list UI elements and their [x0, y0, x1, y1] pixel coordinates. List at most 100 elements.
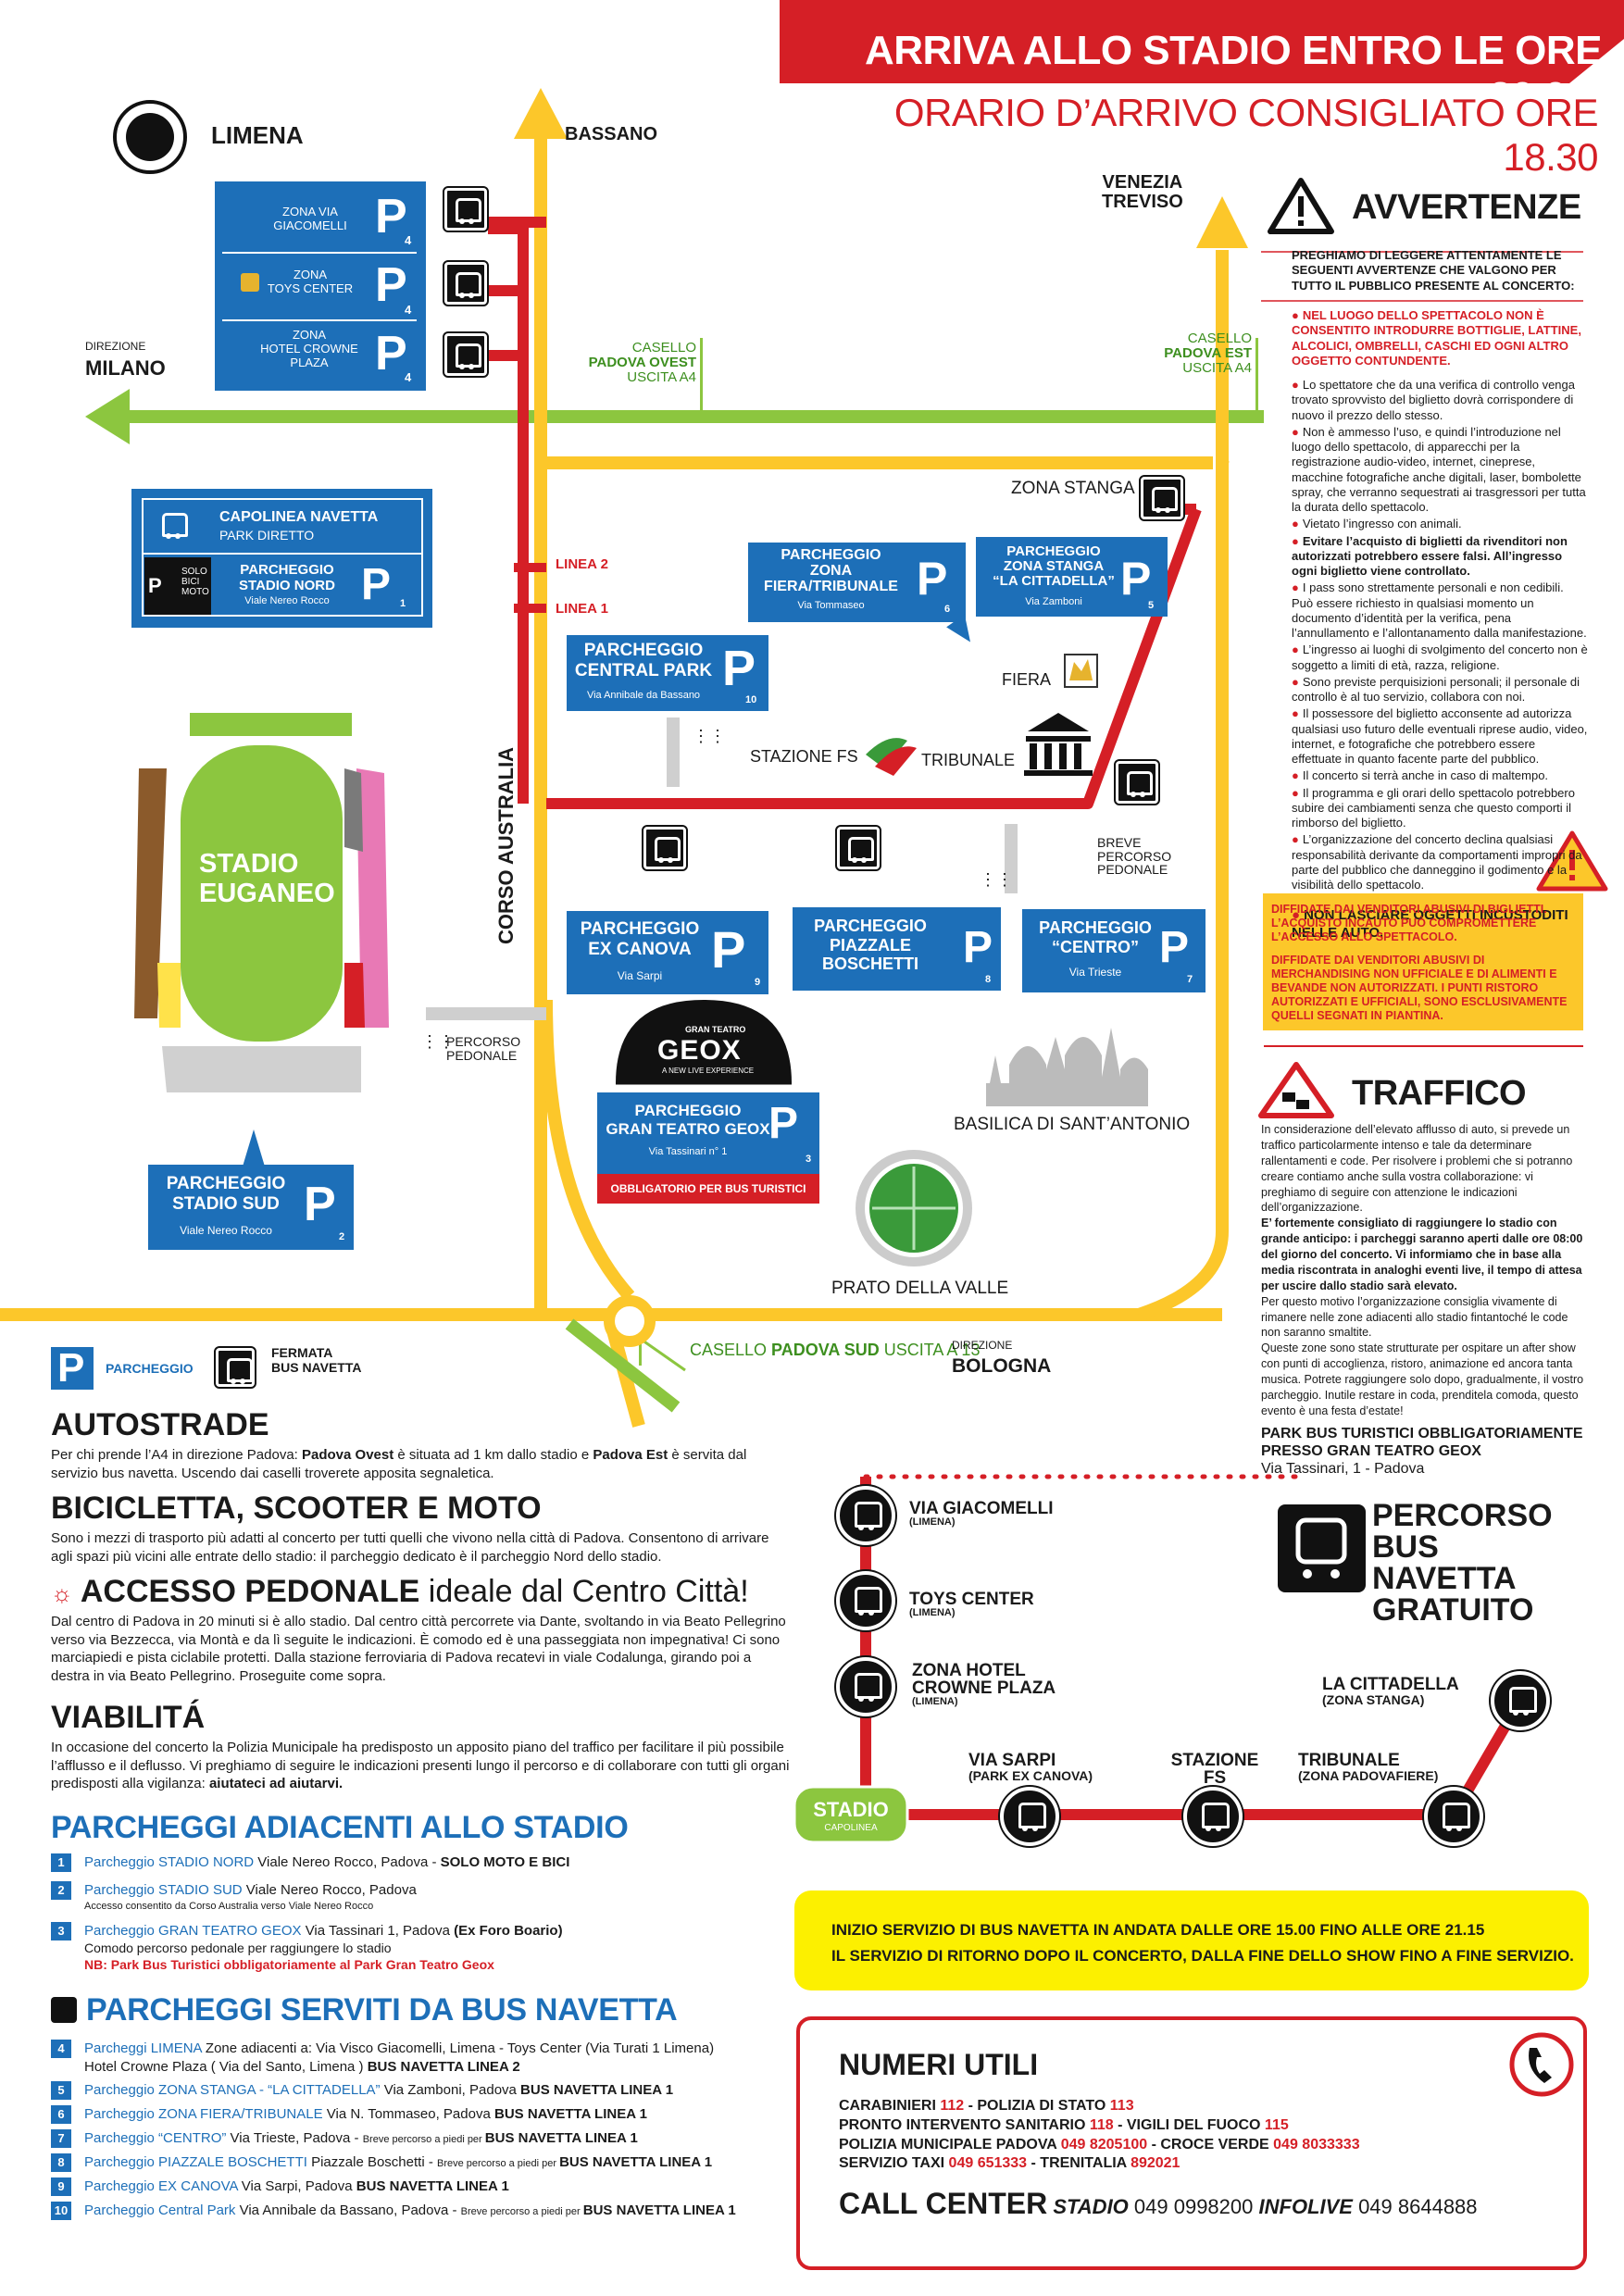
- parking-list-t: Via Tassinari 1, Padova: [301, 1922, 455, 1939]
- label-linea1: LINEA 1: [556, 601, 608, 617]
- parking-p2[interactable]: [148, 1165, 354, 1250]
- route-linea2: LINEA 2: [852, 1720, 863, 1759]
- parking-number-badge: 1: [51, 1853, 71, 1872]
- casello-est-l1: CASELLO: [1187, 331, 1252, 346]
- bus-stop-tribunale[interactable]: [1114, 759, 1160, 805]
- call-center-infolive-number[interactable]: 049 8644888: [1352, 2195, 1478, 2218]
- parking-p10[interactable]: [567, 635, 768, 711]
- parking-p5[interactable]: [976, 537, 1168, 617]
- parking-list-h: Parcheggio STADIO SUD: [84, 1882, 243, 1898]
- parking-toys-p: P: [375, 258, 407, 312]
- route-stop-crowne[interactable]: [836, 1657, 895, 1716]
- section-accesso: ☼ACCESSO PEDONALE ideale dal Centro Citt…: [51, 1576, 792, 1685]
- phone-number[interactable]: 118: [1089, 2116, 1114, 2133]
- phone-number[interactable]: 049 651333: [948, 2155, 1028, 2172]
- phone-number[interactable]: 049 8033333: [1273, 2136, 1360, 2152]
- viabilita-p: In occasione del concerto la Polizia Mun…: [51, 1740, 790, 1791]
- p8-title: PARCHEGGIO PIAZZALE BOSCHETTI: [814, 917, 927, 974]
- bike-icon: P: [148, 574, 162, 597]
- warnings-noleave: ●NON LASCIARE OGGETTI INCUSTODITI NELLE …: [1292, 907, 1588, 942]
- bici-text: Sono i mezzi di trasporto più adatti al …: [51, 1530, 769, 1565]
- parking-giacomelli-num: 4: [405, 233, 412, 247]
- warnings-items: ●Lo spettatore che da una verifica di co…: [1292, 378, 1588, 892]
- route-stop-tribunale[interactable]: [1424, 1787, 1483, 1846]
- parking-list-t: Viale Nereo Rocco, Padova -: [254, 1854, 441, 1870]
- bus-stop-crowne[interactable]: [443, 331, 489, 378]
- parking-list-t: Via Zamboni, Padova: [380, 2082, 521, 2098]
- parking-limena-divider-2: [222, 319, 417, 321]
- parking-list-line: Parcheggio PIAZZALE BOSCHETTI Piazzale B…: [84, 2153, 712, 2172]
- phone-number[interactable]: 115: [1264, 2116, 1289, 2133]
- parking-list-line: Parcheggio ZONA STANGA - “LA CITTADELLA”…: [84, 2081, 673, 2100]
- tribunale-icon: [1024, 713, 1093, 776]
- parking-list-t: Via Trieste, Padova -: [226, 2130, 363, 2146]
- route-linea1-a: LINEA 1: [935, 1828, 974, 1840]
- label-casello-est: CASELLO PADOVA EST USCITA A4: [1120, 331, 1252, 375]
- traffic-p4: Queste zone sono state strutturate per o…: [1261, 1341, 1584, 1417]
- label-linea2: LINEA 2: [556, 556, 608, 572]
- route-crowne-a: ZONA HOTEL CROWNE PLAZA: [912, 1661, 1056, 1698]
- bus-stop-giacomelli[interactable]: [443, 186, 489, 232]
- route-cittadella-a: LA CITTADELLA: [1322, 1675, 1459, 1694]
- route-label-sarpi: VIA SARPI(PARK EX CANOVA): [968, 1752, 1093, 1782]
- parking-p3[interactable]: [597, 1092, 819, 1176]
- bus-stop-toys[interactable]: [443, 260, 489, 306]
- casello-est-l2: PADOVA EST: [1164, 344, 1252, 361]
- route-stop-giacomelli[interactable]: [836, 1486, 895, 1545]
- label-limena: LIMENA: [211, 121, 304, 149]
- p1-num: 1: [400, 598, 406, 609]
- limena-marker-inner: [126, 113, 174, 161]
- legend-parking-icon: [51, 1347, 94, 1390]
- route-stop-stazione[interactable]: [1183, 1787, 1243, 1846]
- accesso-title: ☼ACCESSO PEDONALE ideale dal Centro Citt…: [51, 1576, 792, 1607]
- warnings-yellow-2: DIFFIDATE DAI VENDITORI ABUSIVI DI MERCH…: [1271, 954, 1568, 1022]
- capolinea-title: CAPOLINEA NAVETTA: [219, 509, 379, 525]
- bus-stop-canova[interactable]: [642, 825, 688, 871]
- p5-p: P: [1120, 553, 1152, 605]
- p2-sub: Viale Nereo Rocco: [180, 1224, 272, 1237]
- phone-number[interactable]: 892021: [1131, 2155, 1181, 2172]
- geox-sub: GRAN TEATRO: [685, 1025, 746, 1034]
- bus-stop-stanga[interactable]: [1139, 475, 1185, 521]
- warning-triangle-yellow-icon: [1536, 830, 1608, 892]
- parking-number-badge: 7: [51, 2129, 71, 2148]
- p2-num: 2: [339, 1231, 345, 1242]
- phone-number[interactable]: 049 8205100: [1060, 2136, 1148, 2152]
- parking-list-h: Parcheggio Central Park: [84, 2202, 236, 2218]
- service-box: [794, 1890, 1589, 1990]
- bullet: ●: [1292, 378, 1299, 392]
- phone-number[interactable]: 112: [940, 2098, 965, 2114]
- header-subtitle: ORARIO D’ARRIVO CONSIGLIATO ORE 18.30: [893, 91, 1599, 179]
- bus-line-stubs: [488, 223, 546, 613]
- route-stop-cittadella[interactable]: [1491, 1671, 1550, 1730]
- bici-title: BICICLETTA, SCOOTER E MOTO: [51, 1491, 542, 1526]
- label-corso-australia: CORSO AUSTRALIA: [494, 746, 518, 944]
- section-autostrade: AUTOSTRADE Per chi prende l’A4 in direzi…: [51, 1409, 792, 1482]
- parking-p7[interactable]: [1022, 909, 1206, 992]
- route-stop-sarpi[interactable]: [1000, 1787, 1059, 1846]
- parking-p6[interactable]: [748, 543, 966, 622]
- bullet: ●: [1292, 517, 1299, 531]
- stadium: [134, 713, 389, 1092]
- call-center-stadio-number[interactable]: 049 0998200: [1128, 2195, 1259, 2218]
- phone-number[interactable]: 113: [1109, 2098, 1134, 2114]
- route-stop-toys[interactable]: [836, 1571, 895, 1630]
- arrow-bassano: [514, 88, 568, 139]
- bus-stop-boschetti[interactable]: [835, 825, 881, 871]
- numbers-label: - POLIZIA DI STATO: [964, 2098, 1110, 2114]
- parking-p8[interactable]: [793, 907, 1001, 991]
- parking-p9[interactable]: [567, 911, 768, 994]
- bike-badge-label: SOLO BICI MOTO: [181, 567, 209, 597]
- warning-item: ●Il possessore del biglietto acconsente …: [1292, 706, 1588, 767]
- parking-list-line: Parcheggio ZONA FIERA/TRIBUNALE Via N. T…: [84, 2105, 647, 2124]
